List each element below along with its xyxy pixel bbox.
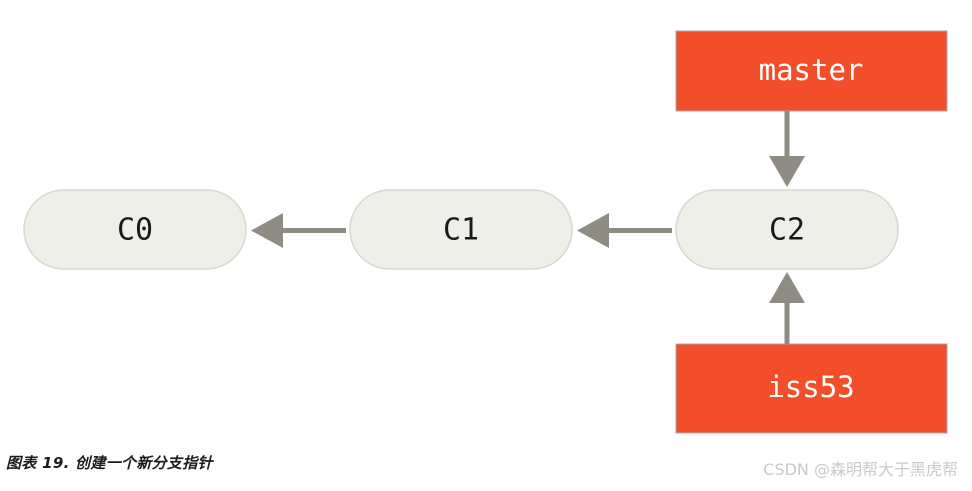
commit-node-c0: C0 [23,189,247,270]
commit-label-c2: C2 [769,213,805,248]
branch-shape-master [675,30,948,112]
commit-label-c0: C0 [117,213,153,248]
branch-shape-iss53 [675,343,948,434]
commit-label-c1: C1 [443,213,479,248]
commit-shape-c0 [23,189,247,270]
arrowhead-left-c0 [251,213,283,248]
commit-shape-c1 [349,189,573,270]
arrowhead-up-c2 [769,272,805,303]
arrow-master-to-c2 [769,111,805,187]
arrow-iss53-to-c2 [769,272,805,344]
commit-node-c2: C2 [675,189,899,270]
commit-node-c1: C1 [349,189,573,270]
branch-node-iss53: iss53 [675,343,948,434]
branch-label-master: master [759,53,864,87]
arrow-c2-to-c1 [577,213,672,248]
branch-label-iss53: iss53 [767,370,854,404]
csdn-watermark: CSDN @森明帮大于黑虎帮 [763,460,958,479]
branch-node-master: master [675,30,948,112]
figure-caption: 图表 19. 创建一个新分支指针 [6,454,213,472]
commit-shape-c2 [675,189,899,270]
arrowhead-left-c1 [577,213,609,248]
arrow-c1-to-c0 [251,213,346,248]
arrowhead-down-c2 [769,156,805,187]
